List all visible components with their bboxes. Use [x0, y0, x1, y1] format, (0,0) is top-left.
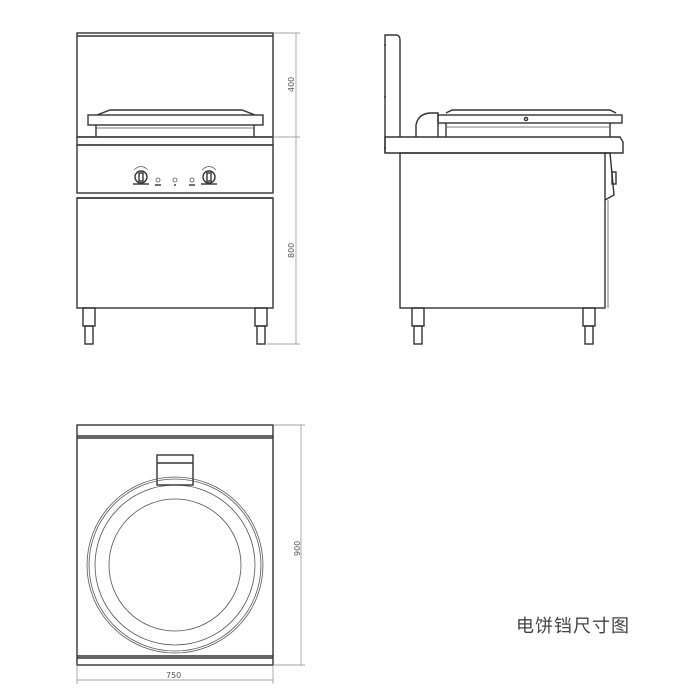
knob-left [133, 166, 149, 185]
drawing-title: 电饼铛尺寸图 [516, 616, 630, 637]
dim-400: 400 [287, 77, 296, 92]
dim-900: 900 [293, 541, 302, 556]
side-view [384, 34, 624, 345]
top-view: 900 750 [76, 424, 305, 684]
front-view: 400 800 [76, 32, 300, 345]
dim-750: 750 [166, 671, 181, 680]
indicator-lights [155, 177, 195, 186]
dim-800: 800 [287, 243, 296, 258]
knob-right [201, 166, 217, 185]
